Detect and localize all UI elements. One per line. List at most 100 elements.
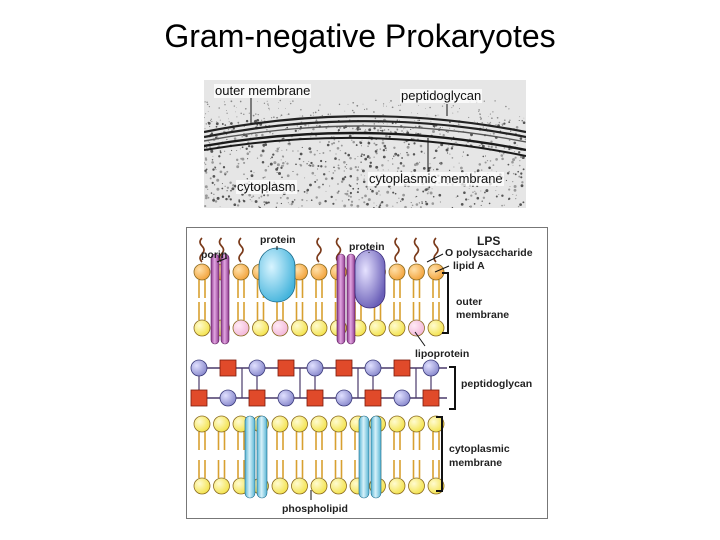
peptidoglycan-layer [190, 359, 447, 407]
phospholipid-head [330, 415, 347, 433]
lipoprotein-head [271, 319, 289, 337]
phospholipid-head [291, 319, 308, 337]
peptidoglycan-sugar [335, 389, 353, 407]
pointer-lipid-a [434, 265, 450, 273]
phospholipid-head [310, 415, 328, 433]
phospholipid-head [427, 319, 445, 337]
porin-channel-b-1 [336, 253, 346, 345]
label-phospholipid: phospholipid [282, 503, 348, 515]
pointer-lipoprotein [414, 331, 426, 347]
phospholipid-head [388, 415, 406, 433]
o-polysaccharide-chain [335, 237, 342, 263]
o-polysaccharide-chain [413, 237, 420, 263]
label-outer-membrane-1: outer [456, 296, 483, 308]
phospholipid-head [193, 415, 211, 433]
porin-channel-a-2 [220, 253, 230, 345]
label-protein-1: protein [260, 234, 296, 246]
label-cytoplasmic-membrane-2: membrane [449, 457, 503, 469]
o-polysaccharide-chains [199, 237, 439, 263]
label-outer-membrane-2: membrane [456, 309, 510, 321]
peptidoglycan-sugar [219, 389, 237, 407]
peptidoglycan-peptide [393, 359, 411, 377]
phospholipid-head [388, 477, 406, 495]
peptidoglycan-peptide [364, 389, 382, 407]
outer-membrane-protein-purple [354, 249, 386, 309]
micrograph-outer-membrane-band-1 [203, 115, 527, 134]
peptidoglycan-peptide [422, 389, 440, 407]
envelope-diagram: porin protein protein LPS O polysacchari… [186, 227, 548, 519]
label-porin: porin [201, 249, 228, 261]
phospholipid-head [408, 415, 425, 433]
phospholipid-head [291, 477, 308, 495]
label-lps: LPS [477, 234, 501, 248]
o-polysaccharide-chain [238, 237, 244, 263]
peptidoglycan-sugar [190, 359, 208, 377]
o-polysaccharide-chain [316, 237, 322, 263]
peptidoglycan-peptide [248, 389, 266, 407]
micrograph-label-cytoplasmic-membrane: cytoplasmic membrane [368, 171, 504, 186]
label-o-polysaccharide: O polysaccharide [445, 247, 533, 259]
micrograph-cytoplasmic-membrane-band-2 [203, 137, 527, 157]
peptidoglycan-sugar [248, 359, 266, 377]
micrograph-label-outer-membrane: outer membrane [214, 83, 312, 98]
o-polysaccharide-chain [394, 237, 400, 263]
phospholipid-head [388, 319, 406, 337]
micrograph-cytoplasmic-membrane-band-1 [203, 131, 527, 152]
lipid-a-head [193, 263, 211, 281]
cytoplasmic-membrane-leaflets [193, 415, 445, 495]
porin-channel-a-1 [210, 253, 220, 345]
phospholipid-head [271, 477, 289, 495]
phospholipid-head [213, 477, 230, 495]
cytoplasmic-channel-a-2 [256, 415, 268, 499]
micrograph-peptidoglycan-band [203, 125, 527, 143]
bracket-peptidoglycan [449, 366, 456, 410]
peptidoglycan-peptide [190, 389, 208, 407]
label-cytoplasmic-membrane-1: cytoplasmic [449, 443, 510, 455]
phospholipid-head [291, 415, 308, 433]
phospholipid-head [310, 319, 328, 337]
phospholipid-head [193, 477, 211, 495]
phospholipid-head [193, 319, 211, 337]
outer-membrane-leaflets [193, 263, 445, 337]
micrograph-outer-membrane-band-2 [203, 120, 527, 139]
label-peptidoglycan: peptidoglycan [461, 378, 533, 390]
peptidoglycan-sugar [393, 389, 411, 407]
peptidoglycan-sugar [306, 359, 324, 377]
label-lipid-a: lipid A [453, 260, 485, 272]
peptidoglycan-peptide [277, 359, 295, 377]
micrograph-label-cytoplasm: cytoplasm [236, 179, 297, 194]
phospholipid-head [271, 415, 289, 433]
phospholipid-head [252, 319, 269, 337]
phospholipid-head [330, 477, 347, 495]
pointer-o-polysaccharide [426, 253, 444, 263]
bracket-cytoplasmic-membrane [436, 416, 443, 492]
o-polysaccharide-chain [199, 237, 205, 263]
peptidoglycan-sugar [364, 359, 382, 377]
outer-membrane-protein-blue [258, 247, 296, 303]
peptidoglycan-sugar [422, 359, 440, 377]
bracket-outer-membrane [442, 272, 449, 334]
label-protein-2: protein [349, 241, 385, 253]
lipid-a-head [408, 263, 425, 281]
lipoprotein-head [232, 319, 250, 337]
porin-channel-b-2 [346, 253, 356, 345]
page-title: Gram-negative Prokaryotes [164, 18, 556, 54]
cytoplasmic-channel-b-1 [358, 415, 370, 499]
pointer-porin [216, 257, 228, 263]
label-lipoprotein: lipoprotein [415, 348, 470, 360]
peptidoglycan-sugar [277, 389, 295, 407]
phospholipid-head [213, 415, 230, 433]
peptidoglycan-peptide [335, 359, 353, 377]
peptidoglycan-peptide [219, 359, 237, 377]
lipid-a-head [388, 263, 406, 281]
phospholipid-head [310, 477, 328, 495]
micrograph-image: outer membrane peptidoglycan cytoplasmic… [203, 80, 527, 209]
lipid-a-head [232, 263, 250, 281]
micrograph-label-peptidoglycan: peptidoglycan [400, 88, 483, 103]
phospholipid-head [408, 477, 425, 495]
lipoprotein-head [408, 319, 425, 337]
o-polysaccharide-chain [218, 237, 225, 263]
cytoplasmic-channel-a-1 [244, 415, 256, 499]
phospholipid-head [369, 319, 386, 337]
lipid-a-head [310, 263, 328, 281]
